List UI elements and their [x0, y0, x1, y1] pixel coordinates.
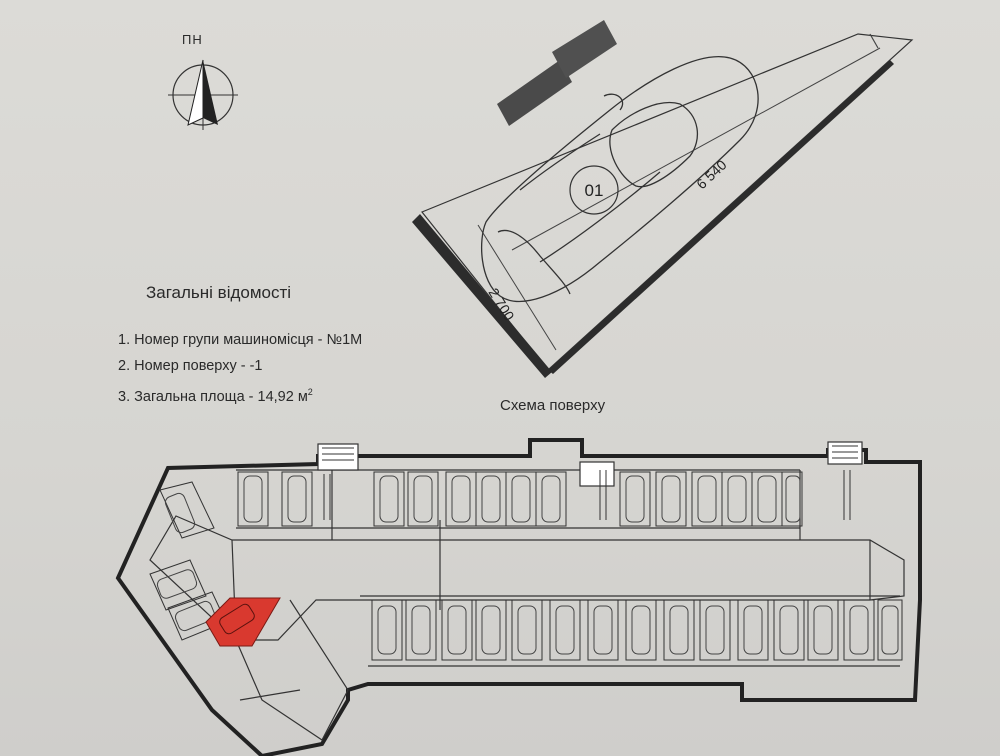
stair-marks — [322, 445, 858, 520]
info-item-floor-number: 2. Номер поверху - -1 — [118, 358, 263, 374]
parking-bays-top — [237, 471, 803, 527]
selected-parking-spot — [205, 597, 281, 647]
parking-spot-outline — [412, 33, 914, 378]
info-item-total-area: 3. Загальна площа - 14,92 м2 — [118, 387, 313, 405]
general-info-title: Загальні відомості — [146, 283, 292, 302]
general-info-list: 1. Номер групи машиномісця - №1М 2. Номе… — [118, 327, 362, 410]
compass-icon — [168, 59, 238, 130]
parking-bays-bottom — [371, 599, 903, 661]
spot-number-badge — [569, 165, 619, 215]
cars-bottom-row — [377, 605, 899, 655]
cars-left-wing — [156, 492, 216, 632]
floor-plan-inner — [149, 441, 905, 741]
car-icon — [481, 56, 759, 303]
info-item-group-number: 1. Номер групи машиномісця - №1М — [118, 332, 363, 348]
compass-north-label: ПН — [182, 32, 203, 47]
floor-plan-outline — [115, 438, 922, 756]
spot-number: 01 — [585, 181, 604, 200]
floor-plan-title: Схема поверху — [500, 397, 606, 414]
cars-top-row — [243, 475, 801, 523]
wall-blocks — [497, 20, 617, 126]
